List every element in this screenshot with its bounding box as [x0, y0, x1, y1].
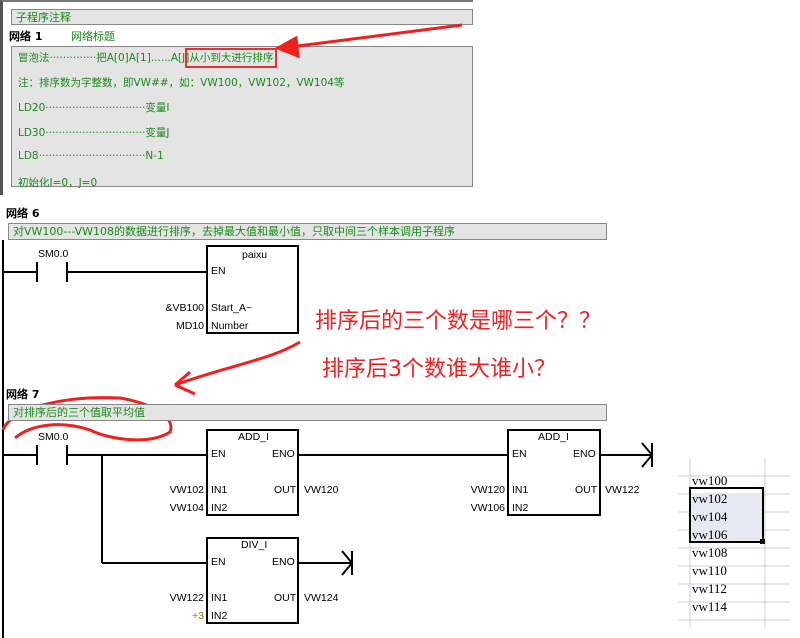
comment-line: LD20······························变量I — [18, 102, 170, 114]
pin-out: OUT — [274, 484, 297, 496]
sheet-cell[interactable]: vw108 — [692, 545, 728, 560]
contact-label: SM0.0 — [38, 248, 69, 260]
red-annotations — [1, 23, 463, 442]
pin-out: OUT — [575, 484, 598, 496]
pin-out: OUT — [274, 592, 297, 604]
box-title: ADD_I — [238, 431, 269, 443]
paixu-box — [206, 245, 299, 334]
add-i-box-1 — [206, 429, 299, 516]
annotation-question-1: 排序后的三个数是哪三个？？ — [315, 309, 602, 334]
box-title: paixu — [242, 249, 268, 261]
operand-in2[interactable]: +3 — [192, 610, 204, 622]
pin-in2: IN2 — [211, 502, 228, 514]
operand-in2[interactable]: VW106 — [470, 502, 505, 514]
pin-en: EN — [211, 556, 226, 568]
box-title: DIV_I — [241, 539, 268, 551]
comment-line: LD30······························变量J — [18, 127, 170, 139]
operand-in1[interactable]: VW122 — [169, 592, 204, 604]
network-1-label: 网络 1 — [9, 30, 43, 43]
operand-out[interactable]: VW122 — [605, 484, 640, 496]
pin-in2: IN2 — [512, 502, 529, 514]
contact-label: SM0.0 — [38, 431, 69, 443]
pin-in1: IN1 — [211, 484, 228, 496]
annotation-question-2: 排序后3个数谁大谁小？ — [322, 357, 556, 382]
sheet-cell[interactable]: vw112 — [692, 581, 727, 596]
box-title: ADD_I — [538, 431, 569, 443]
comment-line: 初始化I=0，J=0 — [18, 177, 98, 189]
pin-number: Number — [211, 320, 249, 332]
pin-en: EN — [211, 448, 226, 460]
network-7-comment[interactable]: 对排序后的三个值取平均值 — [8, 404, 607, 421]
sheet-cell[interactable]: vw100 — [692, 473, 728, 488]
network-6-comment[interactable]: 对VW100---VW108的数据进行排序，去掉最大值和最小值，只取中间三个样本… — [8, 223, 607, 240]
operand-out[interactable]: VW120 — [304, 484, 339, 496]
sheet-cell[interactable]: vw106 — [692, 527, 728, 542]
comment-line: 注：排序数为字整数，即VW##，如：VW100，VW102，VW104等 — [18, 77, 345, 89]
operand-out[interactable]: VW124 — [304, 592, 339, 604]
pin-start: Start_A~ — [211, 302, 253, 314]
network-6-label: 网络 6 — [6, 207, 40, 220]
operand-in2[interactable]: VW104 — [169, 502, 204, 514]
operand-in1[interactable]: VW102 — [169, 484, 204, 496]
pin-eno: ENO — [272, 556, 295, 568]
pin-in1: IN1 — [211, 592, 228, 604]
pin-in2: IN2 — [211, 610, 228, 622]
highlighted-text: 从小到大进行排序 — [185, 48, 278, 68]
sheet-cell[interactable]: vw102 — [692, 491, 728, 506]
operand-number[interactable]: MD10 — [175, 320, 204, 332]
pin-en: EN — [211, 265, 226, 277]
cell-selection — [689, 487, 764, 543]
comment-line: 冒泡法··············把A[0]A[1]......A[J] — [18, 52, 190, 64]
pin-en: EN — [512, 448, 527, 460]
sheet-cell[interactable]: vw114 — [692, 599, 727, 614]
pin-eno: ENO — [272, 448, 295, 460]
pin-in1: IN1 — [512, 484, 529, 496]
add-i-box-2 — [507, 429, 601, 516]
div-i-box — [206, 537, 299, 624]
operand-in1[interactable]: VW120 — [470, 484, 505, 496]
sheet-cell[interactable]: vw104 — [692, 509, 728, 524]
network-7-label: 网络 7 — [6, 388, 40, 401]
operand-start[interactable]: &VB100 — [165, 302, 204, 314]
sheet-cell[interactable]: vw110 — [692, 563, 727, 578]
pin-eno: ENO — [573, 448, 596, 460]
comment-line: LD8································N-1 — [18, 150, 164, 162]
subroutine-comment-header[interactable]: 子程序注释 — [11, 9, 473, 25]
network-1-comment[interactable]: 冒泡法··············把A[0]A[1]......A[J]从小到大… — [11, 46, 473, 189]
network-1-title[interactable]: 网络标题 — [71, 30, 115, 43]
